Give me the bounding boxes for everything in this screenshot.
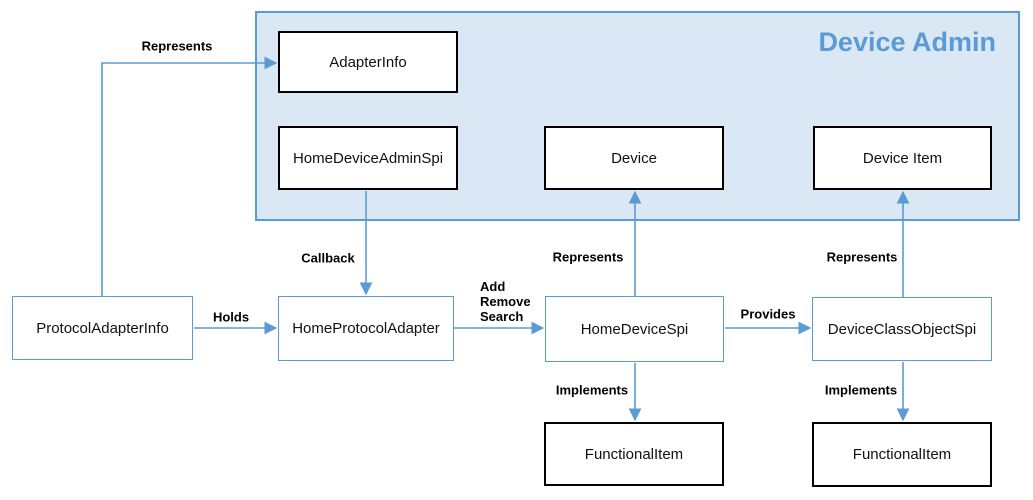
node-adapter-info: AdapterInfo — [278, 31, 458, 93]
edge-label-represents-adapter-info: Represents — [141, 38, 213, 54]
node-label: HomeDeviceSpi — [580, 320, 689, 338]
node-device: Device — [544, 126, 724, 190]
node-protocol-adapter-info: ProtocolAdapterInfo — [12, 296, 193, 360]
edge-label-add-remove-search: Add Remove Search — [480, 279, 531, 324]
edge-label-represents-device-item: Represents — [826, 249, 898, 265]
edge-label-provides: Provides — [740, 306, 796, 322]
node-label: FunctionalItem — [852, 446, 952, 463]
edge-label-holds: Holds — [212, 309, 250, 325]
node-home-device-admin-spi: HomeDeviceAdminSpi — [278, 126, 458, 190]
node-label: DeviceClassObjectSpi — [827, 320, 977, 338]
edge-label-implements-left: Implements — [555, 382, 629, 398]
node-label: HomeProtocolAdapter — [292, 320, 440, 337]
node-home-device-spi: HomeDeviceSpi — [545, 296, 724, 362]
node-functional-item-right: FunctionalItem — [812, 422, 992, 487]
device-admin-group-title: Device Admin — [818, 27, 996, 57]
node-functional-item-left: FunctionalItem — [544, 422, 724, 486]
edge-label-implements-right: Implements — [824, 382, 898, 398]
node-label: Device Item — [862, 149, 943, 167]
node-label: FunctionalItem — [584, 445, 684, 463]
edge-label-callback: Callback — [301, 250, 355, 266]
edge-label-represents-device: Represents — [552, 249, 624, 265]
node-device-item: Device Item — [813, 126, 992, 190]
node-label: HomeDeviceAdminSpi — [292, 149, 444, 167]
node-home-protocol-adapter: HomeProtocolAdapter — [278, 296, 454, 361]
node-device-class-object-spi: DeviceClassObjectSpi — [812, 297, 992, 361]
node-label: AdapterInfo — [329, 53, 407, 71]
edge-represents-adapter-info — [101, 56, 278, 296]
node-label: Device — [611, 149, 657, 167]
node-label: ProtocolAdapterInfo — [36, 319, 169, 337]
